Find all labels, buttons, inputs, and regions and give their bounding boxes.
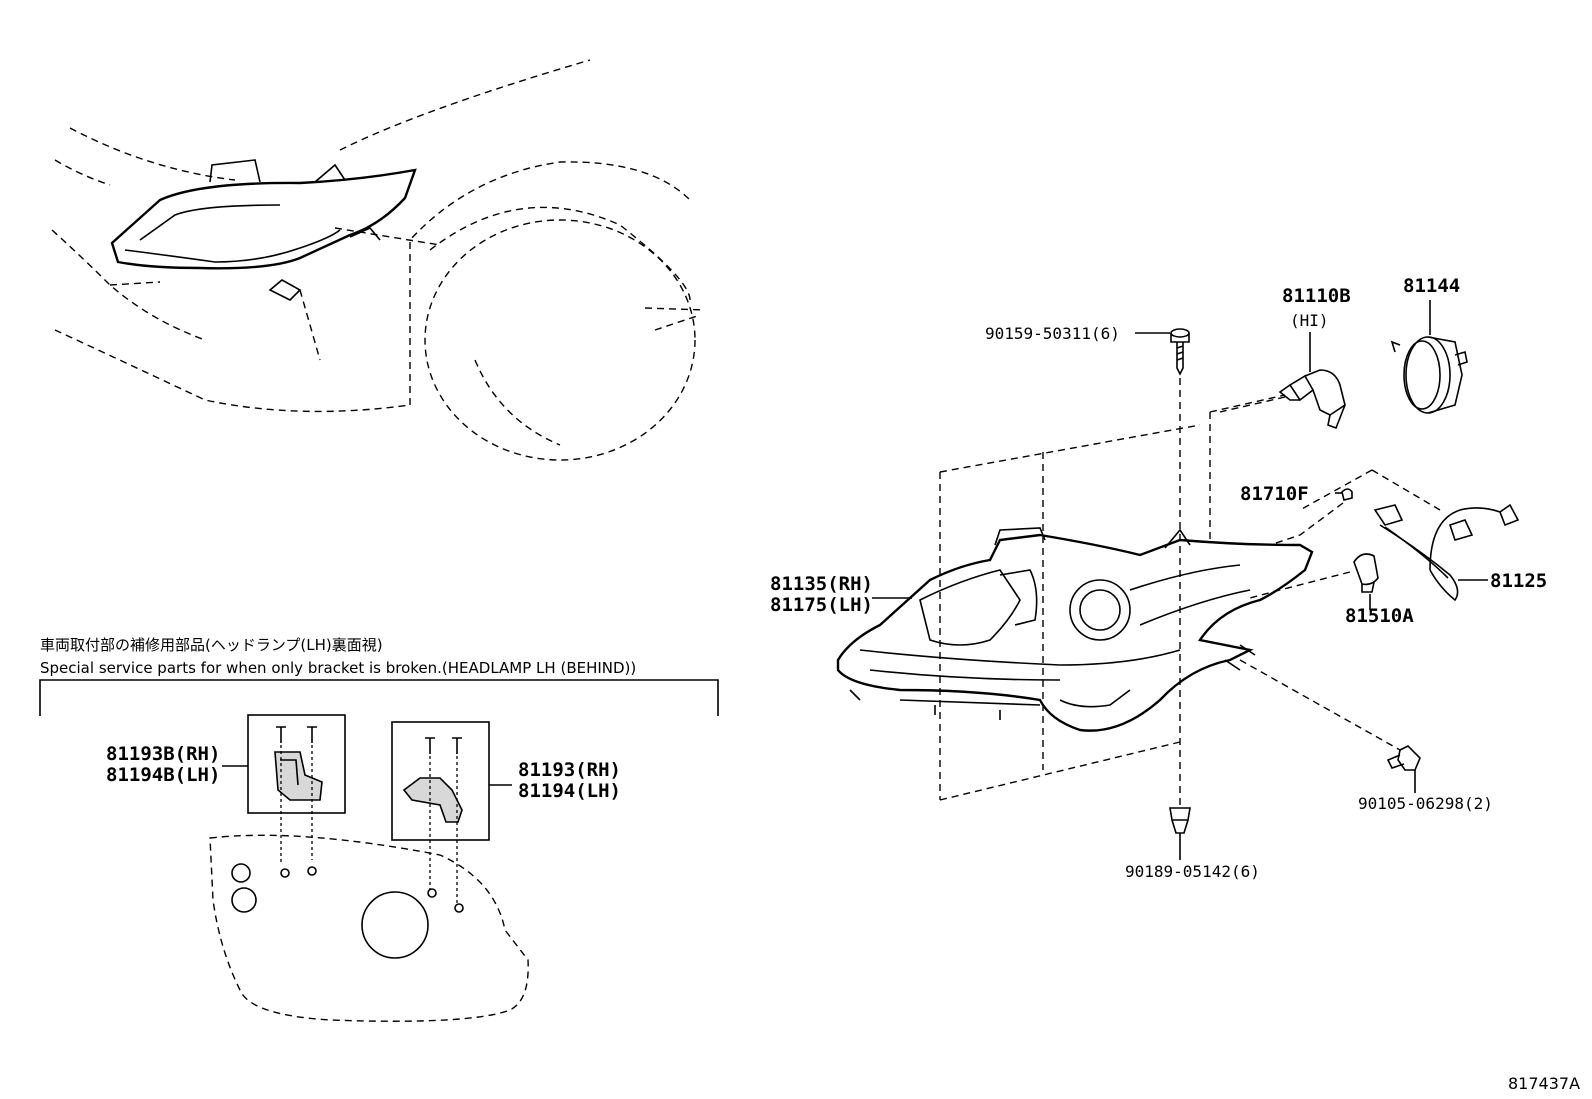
note-japanese: 車両取付部の補修用部品(ヘッドランプ(LH)裏面視) xyxy=(40,636,383,654)
bracket-81193b-group xyxy=(222,714,346,862)
label-81175[interactable]: 81175(LH) xyxy=(770,594,873,616)
bolt-90105 xyxy=(1386,745,1421,793)
note-english: Special service parts for when only brac… xyxy=(40,659,636,677)
label-81193b[interactable]: 81193B(RH) xyxy=(106,743,220,765)
dash-bulb-line xyxy=(1219,396,1286,413)
label-90159[interactable]: 90159-50311(6) xyxy=(985,324,1120,343)
diagram-ref-code: 817437A xyxy=(1508,1074,1580,1093)
label-81135[interactable]: 81135(RH) xyxy=(770,573,873,595)
dash-90105-line xyxy=(1239,659,1401,751)
screw-90159 xyxy=(1170,328,1190,376)
headlamp-assembly xyxy=(836,394,1314,801)
label-81193[interactable]: 81193(RH) xyxy=(518,759,621,781)
label-81144[interactable]: 81144 xyxy=(1403,275,1460,297)
label-81194[interactable]: 81194(LH) xyxy=(518,780,621,802)
bulb-81710f xyxy=(1341,488,1353,501)
bulb-81510a xyxy=(1353,553,1379,593)
bracket-81193-group xyxy=(391,721,512,905)
dash-81510a-line xyxy=(1249,571,1351,599)
label-81510a[interactable]: 81510A xyxy=(1345,605,1414,627)
label-81110b[interactable]: 81110B xyxy=(1282,285,1351,307)
harness-81125 xyxy=(1373,503,1520,602)
label-81110b-hi[interactable]: (HI) xyxy=(1290,311,1329,330)
bulb-81110b xyxy=(1278,369,1346,430)
label-81710f[interactable]: 81710F xyxy=(1240,483,1309,505)
note-bracket-line xyxy=(39,679,719,716)
label-81125[interactable]: 81125 xyxy=(1490,570,1547,592)
label-90105[interactable]: 90105-06298(2) xyxy=(1358,794,1493,813)
clip-90189 xyxy=(1169,807,1191,860)
dash-81125-line-2 xyxy=(1299,469,1373,511)
dash-81125-line xyxy=(1371,469,1441,511)
headlamp-back-outline xyxy=(209,834,529,1022)
dash-81710f-line xyxy=(1269,502,1344,546)
car-front-illustration xyxy=(51,59,706,461)
ring-81144 xyxy=(1390,336,1468,414)
label-81194b[interactable]: 81194B(LH) xyxy=(106,764,220,786)
label-90189[interactable]: 90189-05142(6) xyxy=(1125,862,1260,881)
